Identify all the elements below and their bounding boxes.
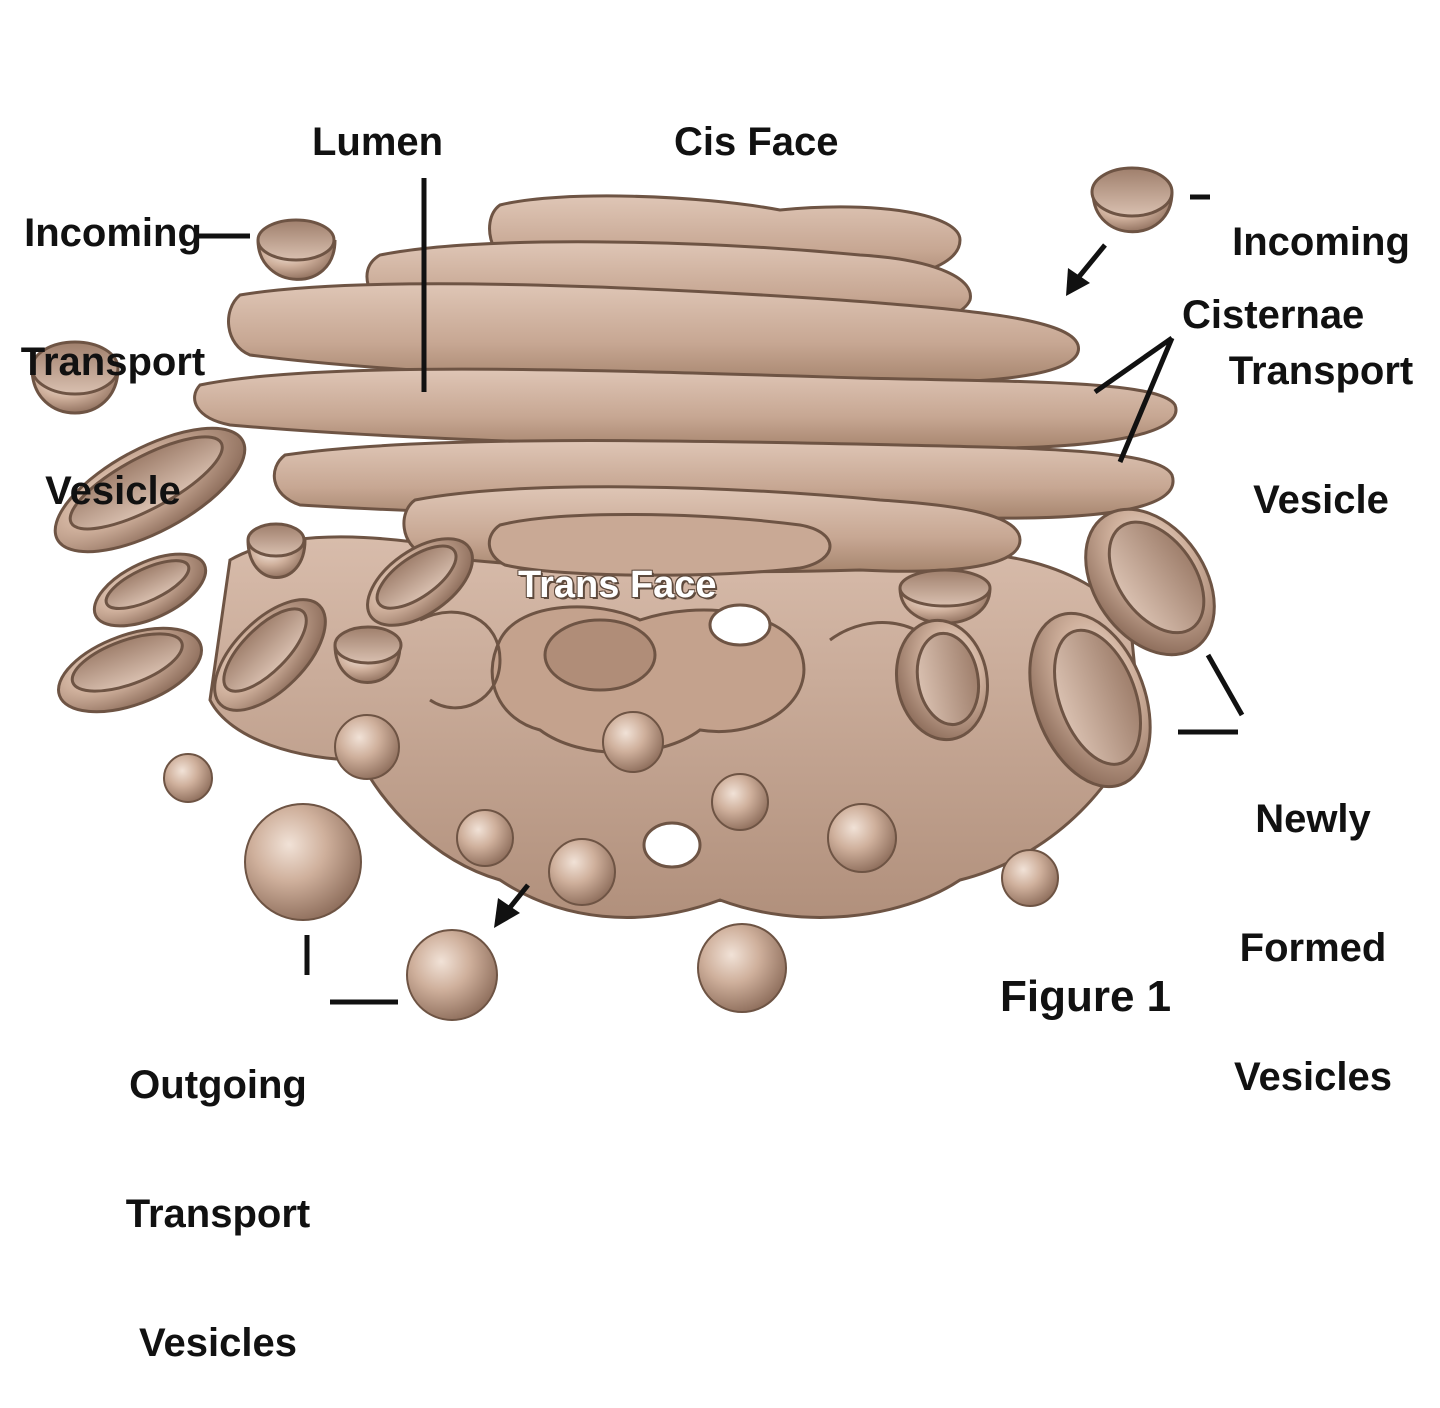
trans-face-label: Trans Face [518, 564, 717, 606]
disc-vesicle-icon [57, 626, 203, 714]
arrow-icon [1066, 243, 1107, 296]
label-line: Vesicle [45, 469, 181, 513]
label-line: Incoming [24, 211, 202, 255]
label-line: Transport [20, 340, 206, 384]
outgoing-transport-vesicles-label: Outgoing Transport Vesicles [108, 978, 328, 1408]
cisternae-label: Cisternae [1182, 293, 1365, 337]
vesicle-cup-icon [246, 522, 307, 579]
newly-formed-vesicles-label: Newly Formed Vesicles [1222, 712, 1404, 1142]
cup-vesicles [30, 166, 1174, 684]
cisternae-stack [193, 194, 1178, 577]
incoming-transport-vesicle-right-label: Incoming Transport Vesicle [1212, 135, 1430, 565]
vesicle-cup-icon [333, 625, 403, 684]
trans-network [208, 535, 1142, 919]
arrow-icon [494, 883, 530, 928]
figure-caption: Figure 1 [1000, 972, 1172, 1021]
disc-vesicles [53, 426, 1216, 789]
incoming-vesicle-left-icon [256, 218, 337, 281]
incoming-transport-vesicle-left-label: Incoming Transport Vesicle [8, 126, 218, 556]
label-line: Outgoing [129, 1063, 307, 1107]
disc-vesicle-icon [213, 598, 327, 712]
label-line: Formed [1239, 926, 1387, 970]
cis-face-label: Cis Face [674, 120, 839, 164]
label-line: Vesicles [139, 1321, 297, 1365]
disc-vesicle-icon [53, 426, 247, 554]
label-line: Vesicles [1234, 1055, 1392, 1099]
label-line: Incoming [1232, 220, 1410, 264]
incoming-vesicle-right-icon [1090, 166, 1174, 234]
label-line: Transport [1228, 349, 1414, 393]
disc-vesicle-icon [1028, 611, 1152, 789]
disc-vesicle-icon [894, 618, 990, 742]
golgi-figure: Incoming Transport Vesicle Lumen Cis Fac… [8, 120, 1430, 1365]
golgi-illustration [30, 166, 1245, 1021]
label-line: Vesicle [1253, 478, 1389, 522]
vesicle-cup-icon [30, 340, 120, 415]
spherical-vesicles [163, 711, 1059, 1021]
disc-vesicle-icon [1084, 507, 1216, 657]
lumen-label: Lumen [312, 120, 444, 164]
label-line: Transport [125, 1192, 311, 1236]
disc-vesicle-icon [366, 537, 474, 627]
label-line: Newly [1255, 797, 1371, 841]
disc-vesicle-icon [92, 552, 208, 628]
vesicle-cup-icon [898, 568, 992, 625]
leader-lines [198, 178, 1245, 1005]
